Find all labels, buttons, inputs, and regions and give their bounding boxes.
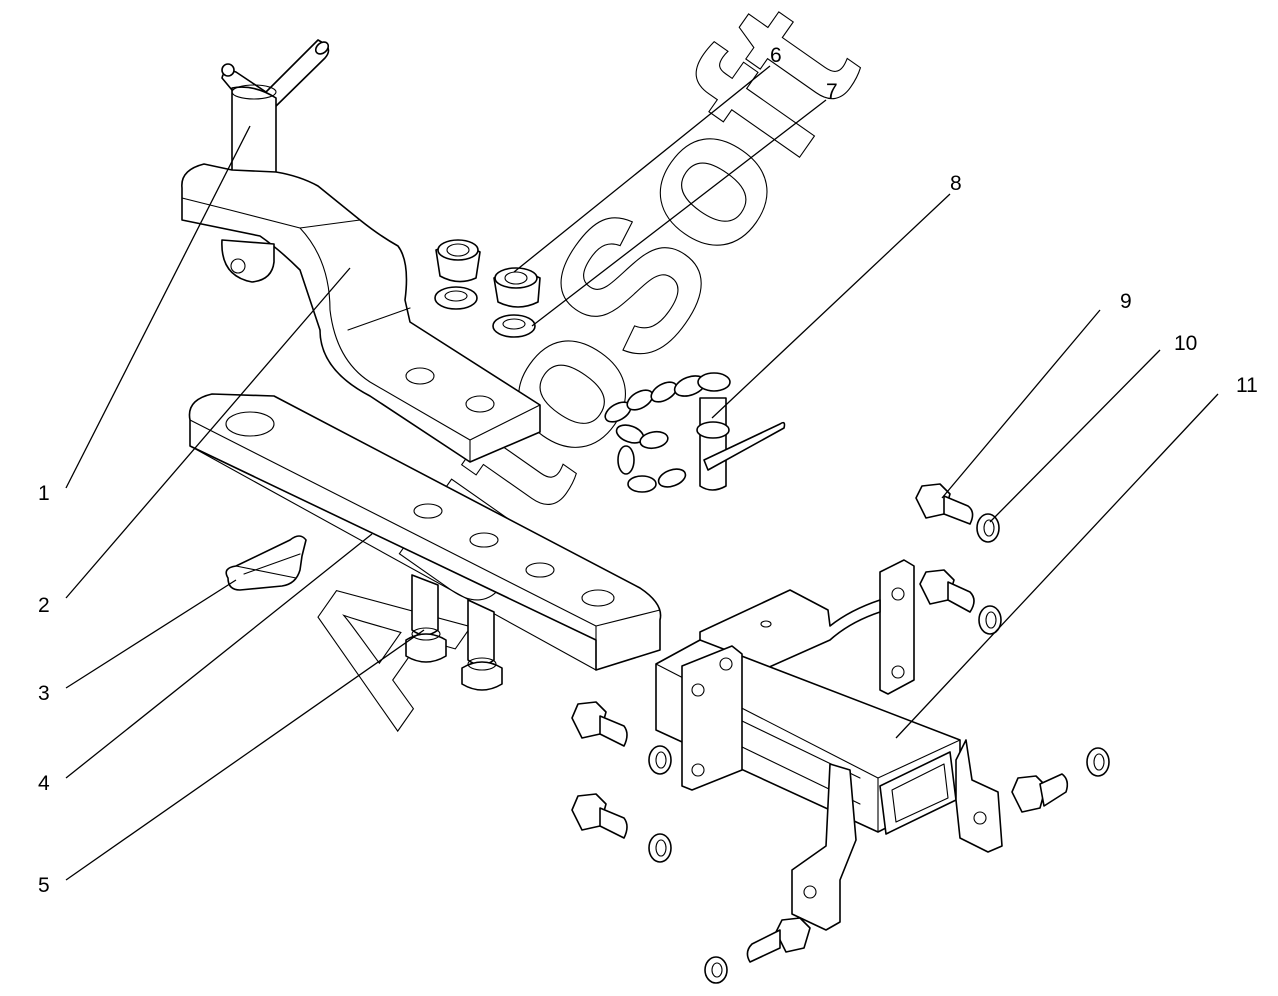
part-8-chain-pin [604, 372, 786, 493]
leader-5 [65, 629, 425, 881]
callout-10: 10 [1174, 332, 1197, 355]
leader-lines [65, 65, 1219, 881]
leader-11 [895, 393, 1219, 739]
leader-1 [65, 125, 251, 489]
part-6-nuts [435, 239, 541, 308]
callout-6: 6 [770, 44, 782, 67]
part-9-bolts [571, 483, 1069, 963]
callout-9: 9 [1120, 290, 1132, 313]
callout-3: 3 [38, 682, 50, 705]
part-11-receiver-frame [655, 559, 1003, 931]
part-10-lock-washers [648, 513, 1110, 984]
part-5-plate-bolts [405, 574, 503, 691]
leader-6 [513, 65, 771, 273]
leader-7 [531, 99, 827, 327]
part-7-washers [434, 286, 536, 338]
leader-10 [989, 349, 1161, 523]
part-3-r-clip [225, 535, 307, 591]
leader-2 [65, 267, 351, 599]
callout-8: 8 [950, 172, 962, 195]
leader-4 [65, 533, 373, 779]
part-2-drawbar-bracket [181, 163, 541, 463]
callout-2: 2 [38, 594, 50, 617]
callout-5: 5 [38, 874, 50, 897]
callout-7: 7 [826, 80, 838, 103]
part-4-lower-plate [188, 393, 662, 671]
callout-4: 4 [38, 772, 50, 795]
leader-9 [941, 309, 1101, 499]
callout-1: 1 [38, 482, 50, 505]
callout-labels: 1 2 3 4 5 6 7 8 9 10 11 [38, 44, 1258, 897]
callout-11: 11 [1236, 374, 1258, 397]
leader-3 [65, 579, 237, 689]
leader-8 [711, 193, 951, 419]
